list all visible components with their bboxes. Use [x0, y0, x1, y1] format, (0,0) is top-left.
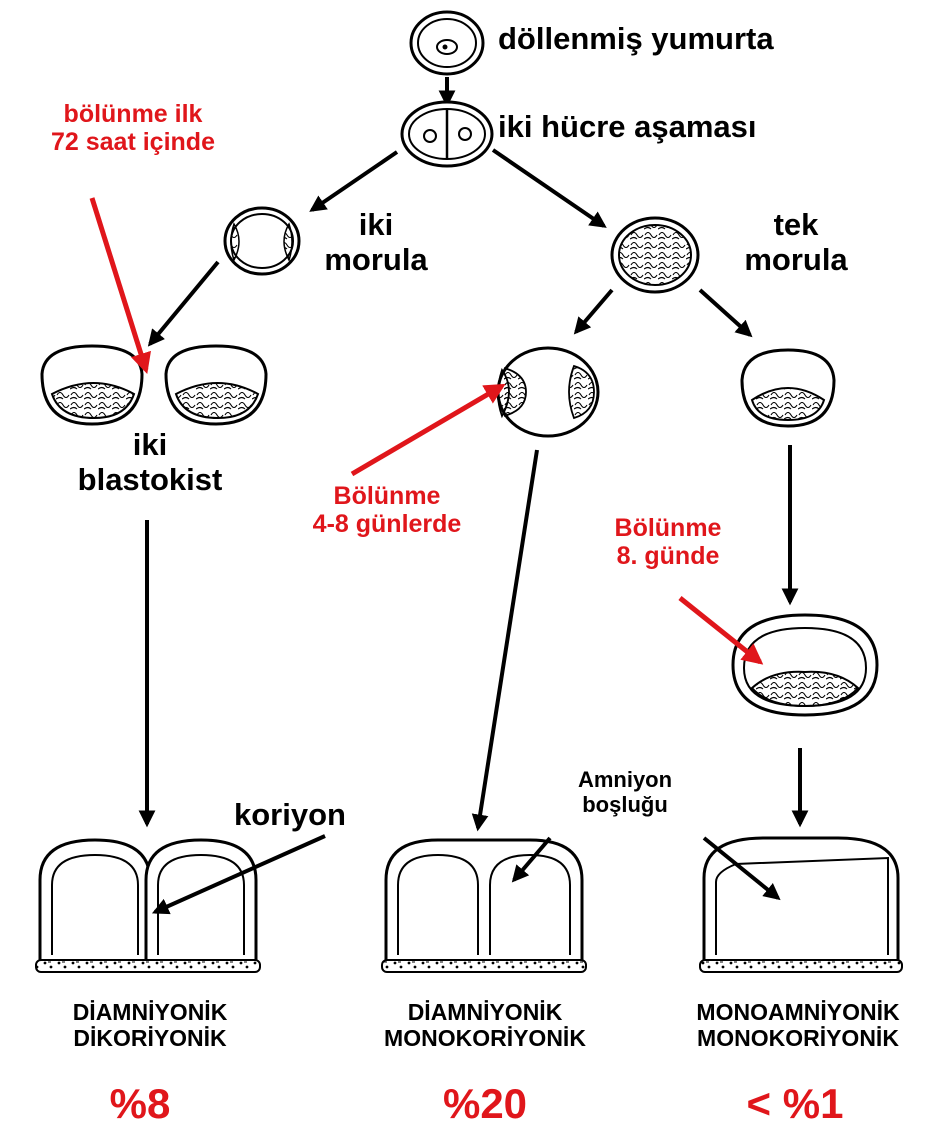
label-two-blastocyst: iki blastokist: [60, 428, 240, 497]
blastocyst-single: [742, 350, 834, 426]
label-single-morula-line2: morula: [726, 243, 866, 278]
blastocyst-left: [42, 346, 142, 424]
note-split-8: Bölünme 8. günde: [588, 514, 748, 570]
outcome-2-line1: DİAMNİYONİK: [350, 1000, 620, 1026]
blastocyst-two-masses: [498, 348, 598, 436]
label-two-blastocyst-line1: iki: [60, 428, 240, 463]
note-split-72h-line1: bölünme ilk: [8, 100, 258, 128]
label-two-morula: iki morula: [306, 208, 446, 277]
label-two-blastocyst-line2: blastokist: [60, 463, 240, 498]
outcome-caption-1: DİAMNİYONİK DİKORİYONİK: [10, 1000, 290, 1052]
outcome-2-line2: MONOKORİYONİK: [350, 1026, 620, 1052]
fertilized-egg-cell: [411, 12, 483, 74]
to-split-8-arrow: [700, 290, 750, 335]
label-amnion-cavity: Amniyon boşluğu: [560, 768, 690, 817]
two-morula-cell: [225, 208, 299, 274]
outcome-dichorionic-figure: [36, 840, 260, 972]
label-two-morula-line2: morula: [306, 243, 446, 278]
outcome-2-percent: %20: [350, 1080, 620, 1127]
note-split-4-8-line1: Bölünme: [282, 482, 492, 510]
label-single-morula: tek morula: [726, 208, 866, 277]
outcome-monochorionic-diamniotic-figure: [382, 840, 586, 972]
label-amnion-line2: boşluğu: [560, 793, 690, 818]
two-cell-stage: [402, 102, 492, 166]
outcome-3-line1: MONOAMNİYONİK: [648, 1000, 948, 1026]
outcome-caption-3: MONOAMNİYONİK MONOKORİYONİK: [648, 1000, 948, 1052]
to-two-blastocyst-arrow: [150, 262, 218, 344]
embryonic-disc-stage: [733, 615, 877, 715]
to-two-morula-arrow: [312, 152, 397, 210]
single-morula-cell: [612, 218, 698, 292]
note-split-4-8-line2: 4-8 günlerde: [282, 510, 492, 538]
outcome-3-line2: MONOKORİYONİK: [648, 1026, 948, 1052]
label-two-cell-stage: iki hücre aşaması: [498, 110, 757, 145]
note-split-72h: bölünme ilk 72 saat içinde: [8, 100, 258, 156]
split-72h-arrow: [92, 198, 146, 370]
outcome-1-percent: %8: [10, 1080, 270, 1127]
blastocyst-right: [166, 346, 266, 424]
outcome-1-line1: DİAMNİYONİK: [10, 1000, 290, 1026]
note-split-8-line2: 8. günde: [588, 542, 748, 570]
split-4-8-arrow: [352, 386, 502, 474]
outcome-caption-2: DİAMNİYONİK MONOKORİYONİK: [350, 1000, 620, 1052]
outcome-3-percent: < %1: [660, 1080, 930, 1127]
to-single-morula-arrow: [493, 150, 604, 226]
note-split-72h-line2: 72 saat içinde: [8, 128, 258, 156]
outcome-1-line2: DİKORİYONİK: [10, 1026, 290, 1052]
to-split-4-8-arrow: [576, 290, 612, 332]
label-single-morula-line1: tek: [726, 208, 866, 243]
label-amnion-line1: Amniyon: [560, 768, 690, 793]
note-split-4-8: Bölünme 4-8 günlerde: [282, 482, 492, 538]
label-chorion: koriyon: [234, 798, 346, 833]
note-split-8-line1: Bölünme: [588, 514, 748, 542]
label-fertilized-egg: döllenmiş yumurta: [498, 22, 774, 57]
label-two-morula-line1: iki: [306, 208, 446, 243]
